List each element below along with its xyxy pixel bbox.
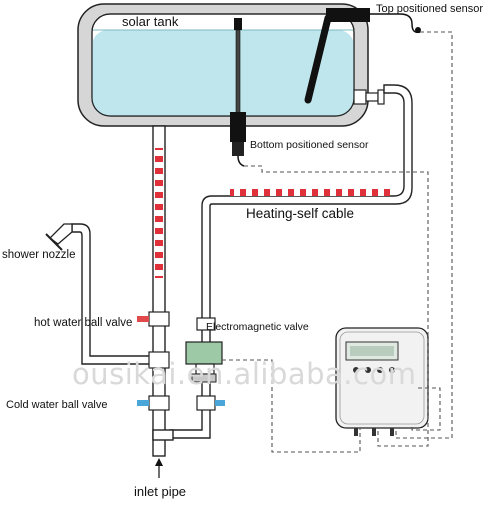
tank-outlet-fitting bbox=[353, 89, 385, 105]
top-sensor-label: Top positioned sensor bbox=[376, 3, 483, 15]
inlet-pipe-label: inlet pipe bbox=[134, 484, 186, 499]
bottom-sensor-label: Bottom positioned sensor bbox=[250, 139, 369, 151]
shower-nozzle-icon bbox=[45, 223, 73, 251]
cold-water-valve-label: Cold water ball valve bbox=[6, 399, 108, 411]
solar-tank-label: solar tank bbox=[122, 14, 179, 29]
cold-water-ball-valve bbox=[137, 395, 225, 411]
sensor-probe-icon bbox=[230, 18, 246, 167]
electromagnetic-valve bbox=[185, 341, 223, 383]
heating-cable-vertical bbox=[155, 148, 163, 278]
hot-water-ball-valve bbox=[137, 311, 170, 327]
watermark: ousikai.en.alibaba.com bbox=[72, 357, 416, 391]
electromagnetic-valve-label: Electromagnetic valve bbox=[206, 321, 309, 333]
tee-fitting bbox=[148, 351, 170, 369]
shower-nozzle-label: shower nozzle bbox=[2, 249, 76, 261]
arrow-up-icon bbox=[155, 458, 163, 478]
heating-cable-label: Heating-self cable bbox=[246, 206, 354, 221]
top-sensor-rod bbox=[304, 8, 421, 104]
solar-tank: solar tank bbox=[77, 3, 369, 127]
heating-cable-horizontal bbox=[230, 189, 390, 196]
right-pipe-coupling bbox=[196, 317, 216, 331]
controller-icon bbox=[335, 327, 429, 436]
sensor-wires bbox=[222, 31, 453, 453]
hot-water-valve-label: hot water ball valve bbox=[34, 317, 132, 329]
